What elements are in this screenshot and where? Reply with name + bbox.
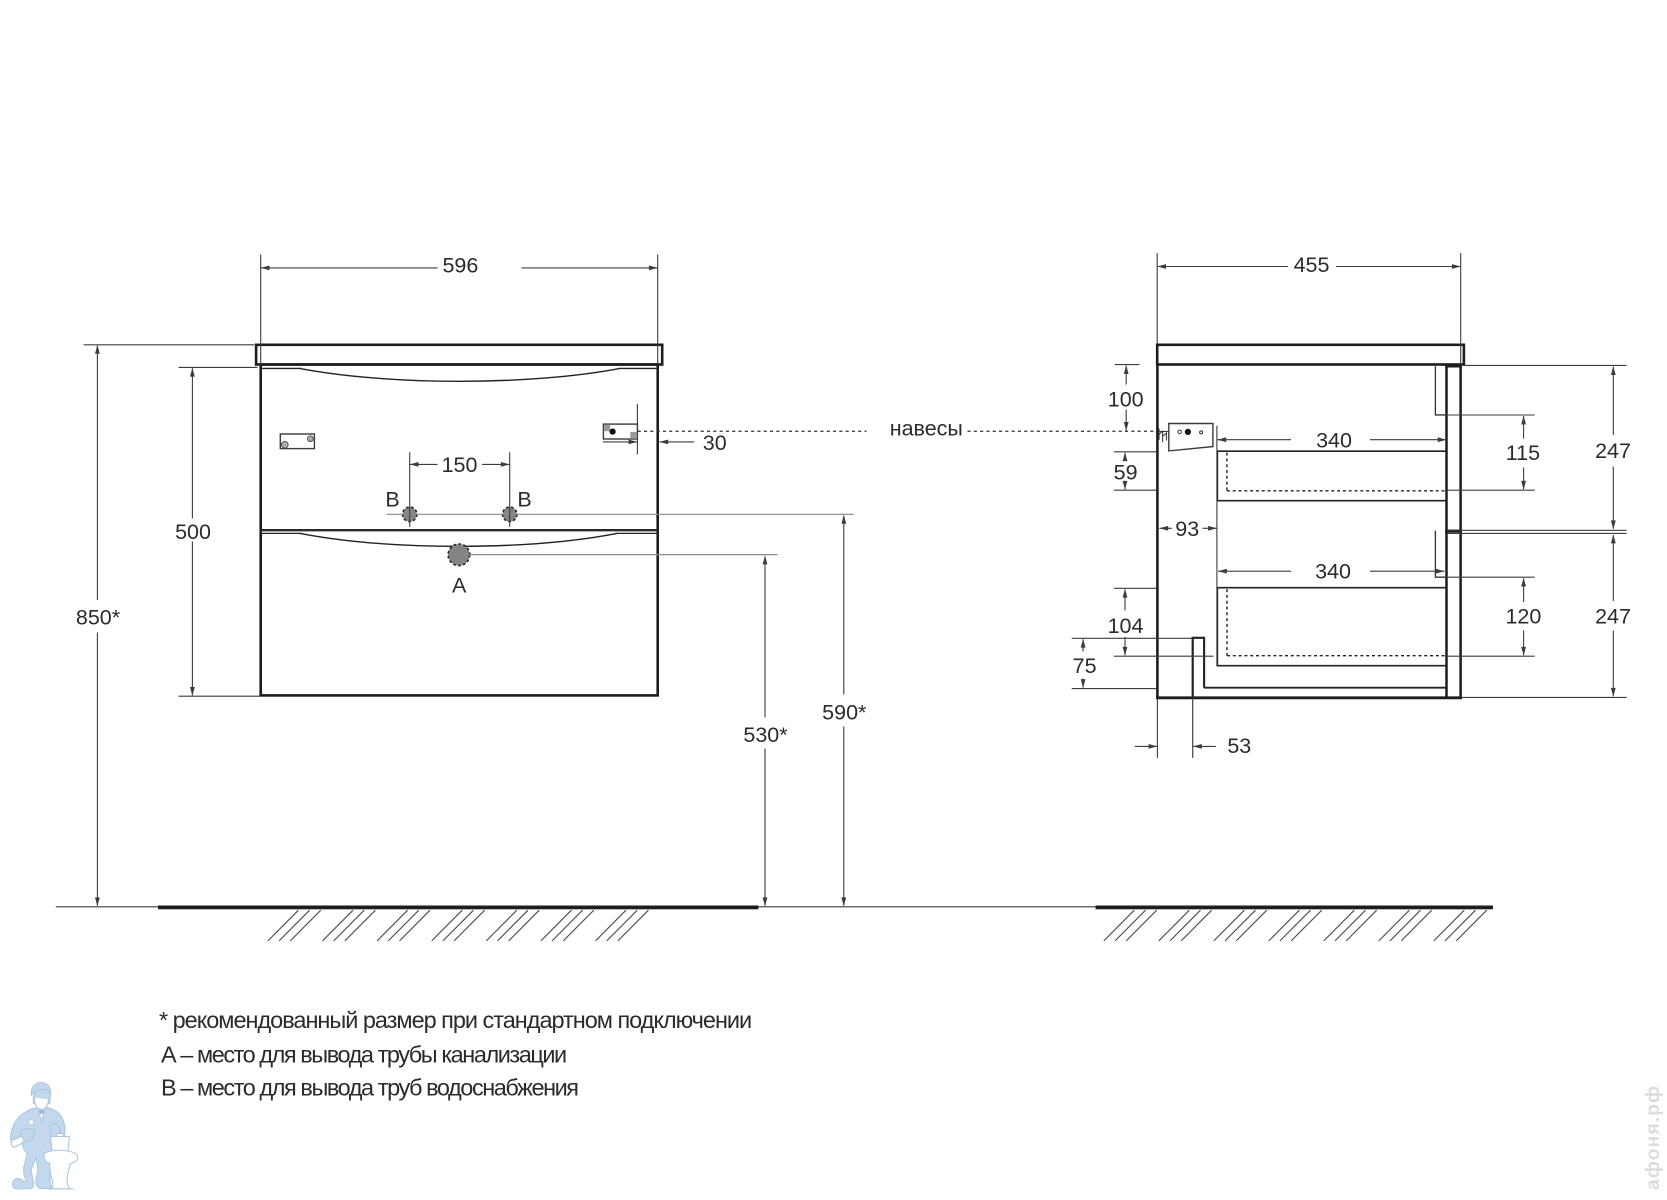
- svg-text:B: B: [385, 487, 399, 511]
- svg-text:В – место для вывода труб водо: В – место для вывода труб водоснабжения: [161, 1075, 578, 1101]
- svg-text:100: 100: [1108, 387, 1144, 411]
- svg-text:590*: 590*: [822, 700, 867, 724]
- svg-text:247: 247: [1595, 439, 1631, 463]
- svg-text:30: 30: [703, 431, 727, 455]
- svg-text:104: 104: [1108, 614, 1144, 638]
- svg-text:120: 120: [1505, 604, 1541, 628]
- svg-text:115: 115: [1506, 441, 1540, 465]
- svg-text:афоня.рф: афоня.рф: [1642, 1085, 1664, 1190]
- svg-text:A: A: [452, 573, 467, 597]
- svg-text:93: 93: [1175, 517, 1199, 541]
- svg-text:53: 53: [1227, 734, 1251, 758]
- svg-text:247: 247: [1595, 604, 1631, 628]
- svg-text:500: 500: [175, 520, 211, 544]
- svg-text:340: 340: [1316, 428, 1352, 452]
- svg-text:340: 340: [1315, 560, 1351, 584]
- svg-text:* рекомендованный размер при с: * рекомендованный размер при стандартном…: [159, 1007, 751, 1033]
- svg-text:59: 59: [1114, 460, 1138, 484]
- svg-text:навесы: навесы: [890, 416, 963, 440]
- svg-text:530*: 530*: [743, 723, 788, 747]
- svg-text:850*: 850*: [76, 605, 121, 629]
- svg-text:596: 596: [442, 254, 478, 278]
- svg-text:150: 150: [442, 453, 478, 477]
- svg-text:B: B: [517, 487, 531, 511]
- svg-text:А – место для вывода трубы кан: А – место для вывода трубы канализации: [161, 1041, 566, 1067]
- svg-text:75: 75: [1073, 654, 1097, 678]
- svg-text:455: 455: [1294, 253, 1330, 277]
